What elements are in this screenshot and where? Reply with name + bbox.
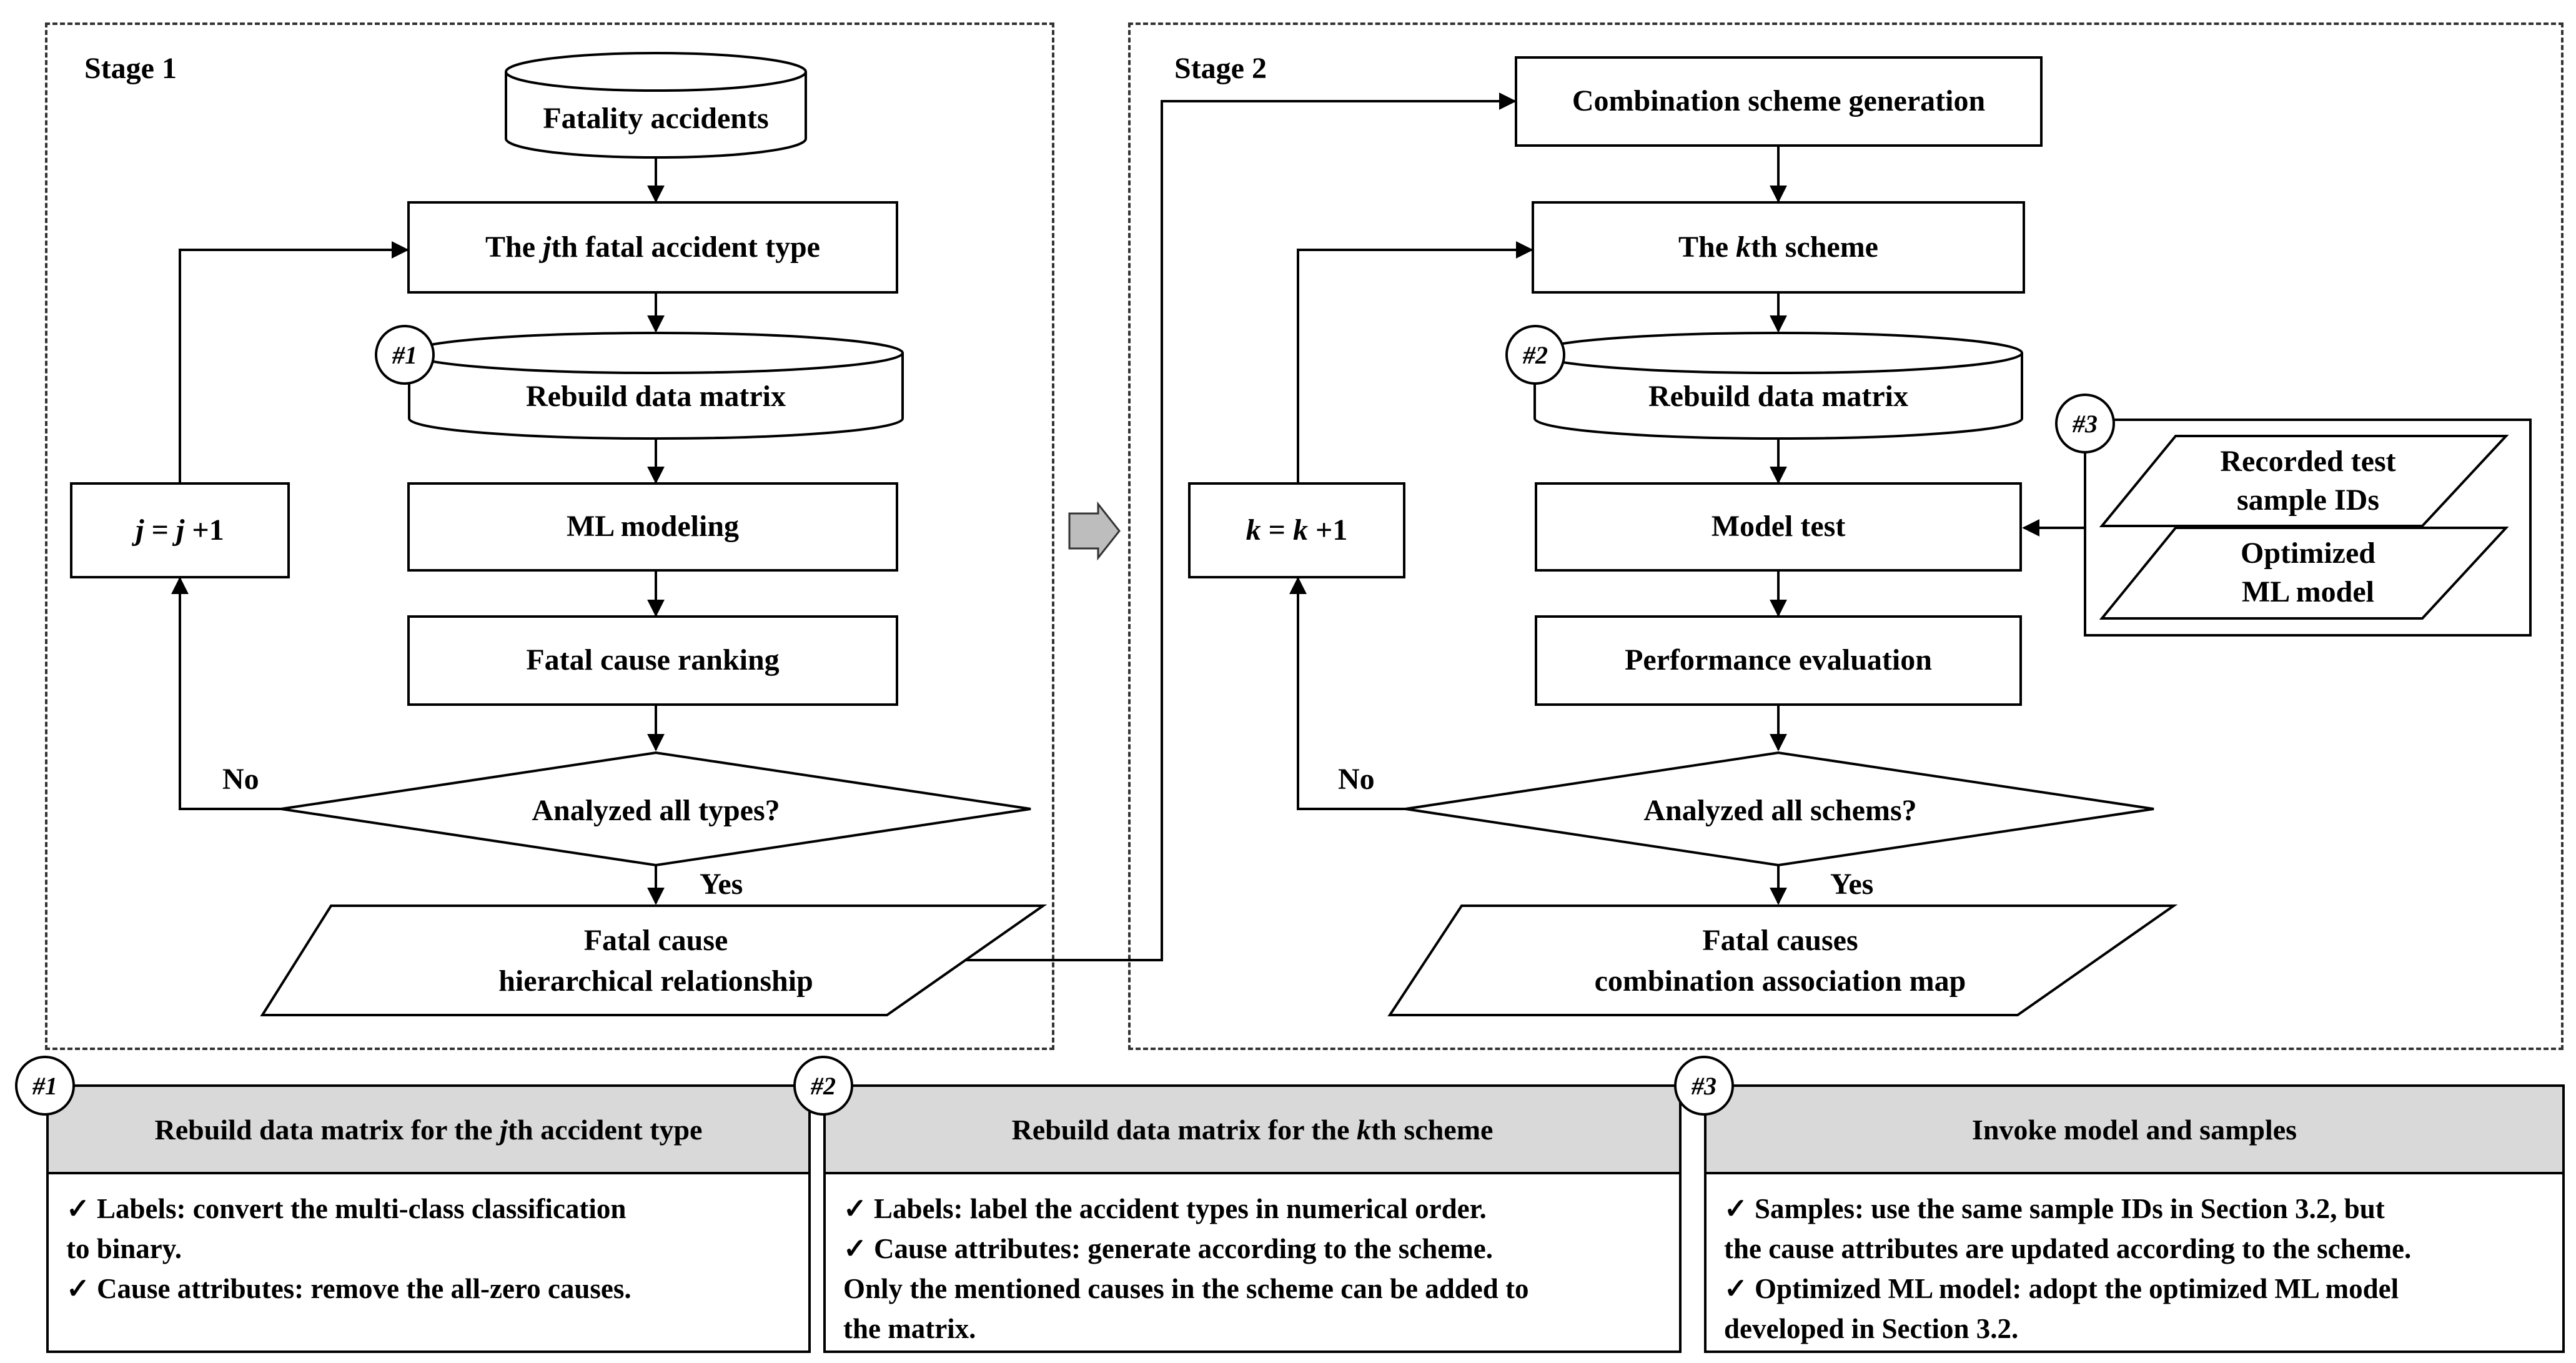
panel-2-title: Rebuild data matrix for the kth scheme bbox=[826, 1087, 1679, 1174]
panel-3: Invoke model and samples ✓ Samples: use … bbox=[1704, 1084, 2565, 1353]
fatality-accidents-cylinder-top bbox=[505, 52, 807, 92]
panel-2: Rebuild data matrix for the kth scheme ✓… bbox=[823, 1084, 1682, 1353]
stage2-rebuild-label: Rebuild data matrix bbox=[1648, 380, 1908, 413]
model-test-box: Model test bbox=[1535, 482, 2022, 572]
stage-transfer-arrow bbox=[1068, 501, 1121, 561]
recorded-samples-parallelogram bbox=[2099, 435, 2509, 527]
stage2-output-label: Fatal causes combination association map bbox=[1594, 924, 1966, 998]
stage-1-container bbox=[45, 22, 1054, 1050]
panel-2-badge: #2 bbox=[793, 1056, 853, 1116]
stage2-output-parallelogram bbox=[1387, 905, 2178, 1016]
stage2-yes-label: Yes bbox=[1830, 868, 1874, 901]
stage2-rebuild-cylinder bbox=[1533, 353, 2023, 440]
stage1-output-label: Fatal cause hierarchical relationship bbox=[498, 924, 813, 998]
inputs-badge: #3 bbox=[2055, 394, 2115, 454]
stage1-decision-diamond bbox=[280, 751, 1031, 867]
combination-scheme-generation-box: Combination scheme generation bbox=[1515, 56, 2043, 147]
recorded-samples-label: Recorded test sample IDs bbox=[2220, 445, 2396, 517]
stage2-rebuild-cylinder-top bbox=[1533, 332, 2023, 374]
stage1-decision-label: Analyzed all types? bbox=[532, 794, 780, 827]
stage1-no-label: No bbox=[222, 763, 259, 796]
ml-modeling-box: ML modeling bbox=[407, 482, 898, 572]
stage-2-container bbox=[1128, 22, 2564, 1050]
fatality-accidents-cylinder bbox=[505, 72, 807, 159]
panel-3-badge: #3 bbox=[1674, 1056, 1734, 1116]
j-counter-box: j = j +1 bbox=[70, 482, 290, 578]
performance-evaluation-box: Performance evaluation bbox=[1535, 615, 2022, 706]
fatal-cause-ranking-box: Fatal cause ranking bbox=[407, 615, 898, 706]
optimized-model-label: Optimized ML model bbox=[2241, 537, 2375, 609]
stage2-decision-diamond bbox=[1405, 751, 2154, 867]
panel-1-badge: #1 bbox=[15, 1056, 75, 1116]
jth-fatal-accident-type-box: The jth fatal accident type bbox=[407, 201, 898, 294]
panel-1-body: ✓ Labels: convert the multi-class classi… bbox=[66, 1193, 632, 1304]
kth-scheme-box: The kth scheme bbox=[1532, 201, 2025, 294]
stage1-output-parallelogram bbox=[260, 905, 1048, 1016]
panel-3-body: ✓ Samples: use the same sample IDs in Se… bbox=[1724, 1193, 2412, 1344]
stage1-yes-label: Yes bbox=[700, 868, 743, 901]
panel-2-body: ✓ Labels: label the accident types in nu… bbox=[843, 1193, 1529, 1344]
panel-1-title: Rebuild data matrix for the jth accident… bbox=[49, 1087, 808, 1174]
stage2-no-label: No bbox=[1338, 763, 1375, 796]
optimized-model-parallelogram bbox=[2099, 527, 2509, 620]
panel-3-title: Invoke model and samples bbox=[1707, 1087, 2562, 1174]
fatality-accidents-label: Fatality accidents bbox=[543, 102, 769, 135]
stage-2-label: Stage 2 bbox=[1174, 52, 1267, 85]
k-counter-box: k = k +1 bbox=[1188, 482, 1405, 578]
stage1-rebuild-cylinder bbox=[408, 353, 904, 440]
stage1-rebuild-cylinder-top bbox=[408, 332, 904, 374]
stage-1-label: Stage 1 bbox=[84, 52, 177, 85]
panel-1: Rebuild data matrix for the jth accident… bbox=[46, 1084, 811, 1353]
stage2-decision-label: Analyzed all schems? bbox=[1643, 794, 1917, 827]
stage1-rebuild-label: Rebuild data matrix bbox=[525, 380, 786, 413]
stage2-rebuild-badge: #2 bbox=[1505, 325, 1565, 385]
stage1-rebuild-badge: #1 bbox=[375, 325, 435, 385]
